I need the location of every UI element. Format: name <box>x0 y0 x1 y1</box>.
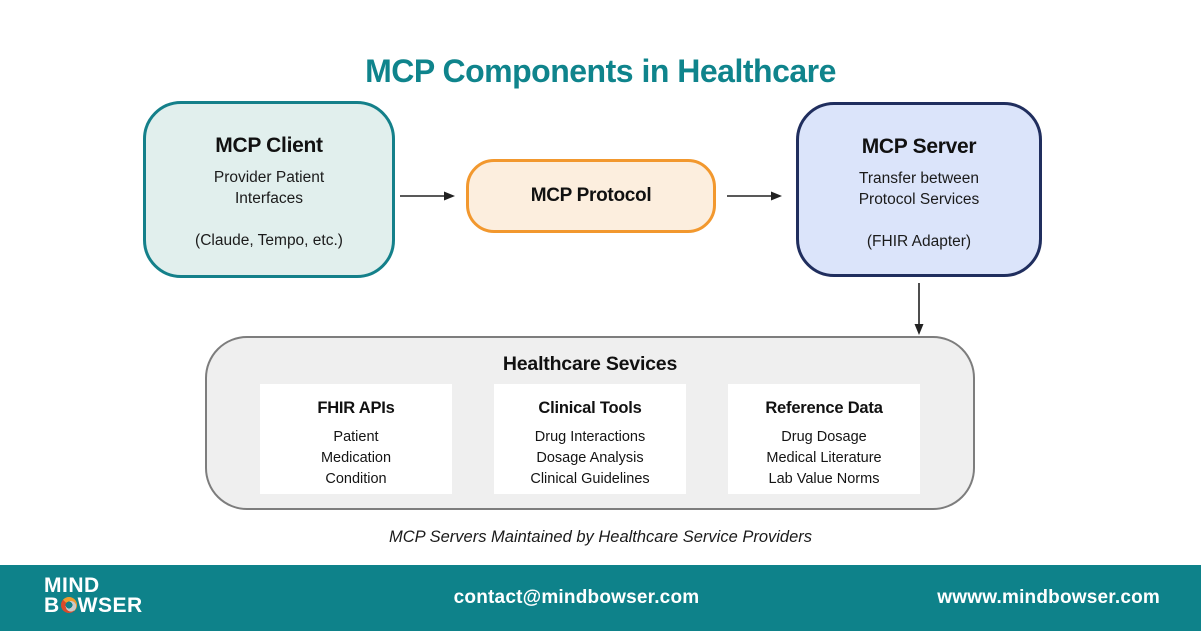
service-card-item: Lab Value Norms <box>768 471 880 488</box>
service-card-item: Patient <box>333 429 379 445</box>
service-card-title: Clinical Tools <box>538 399 642 417</box>
service-card-item: Drug Interactions <box>534 429 646 445</box>
footer-website: wwww.mindbowser.com <box>937 587 1160 608</box>
service-card-item: Clinical Guidelines <box>530 471 650 488</box>
service-card-fhir-apis: FHIR APIs Patient Medication Condition <box>260 384 452 494</box>
service-card-item: Drug Dosage <box>781 429 867 445</box>
mindbowser-logo: MIND B WSER <box>44 574 143 617</box>
service-card-item: Medical Literature <box>766 450 882 467</box>
logo-swirl-icon <box>60 596 77 613</box>
footer-email: contact@mindbowser.com <box>453 587 700 608</box>
mcp-server-note: (FHIR Adapter) <box>866 232 972 250</box>
footer-bar: MIND B WSER contact@mindbowser.com wwww.m… <box>0 565 1201 631</box>
arrow-protocol-to-server <box>727 191 782 201</box>
logo-text-b: B <box>44 593 60 617</box>
arrow-client-to-protocol <box>400 191 455 201</box>
service-card-title: Reference Data <box>765 399 883 417</box>
service-card-title: FHIR APIs <box>317 399 395 417</box>
mcp-protocol-title: MCP Protocol <box>530 185 652 206</box>
service-card-item: Condition <box>325 471 387 488</box>
healthcare-services-box: Healthcare Sevices FHIR APIs Patient Med… <box>205 336 975 510</box>
mcp-client-title: MCP Client <box>215 134 323 157</box>
services-card-row: FHIR APIs Patient Medication Condition C… <box>207 384 973 494</box>
mcp-protocol-box: MCP Protocol <box>466 159 716 233</box>
service-card-item: Medication <box>320 450 392 467</box>
mcp-server-subtitle-line1: Transfer between <box>858 170 980 187</box>
arrow-server-to-services <box>914 283 924 335</box>
mcp-client-subtitle-line2: Interfaces <box>234 189 304 207</box>
mcp-server-subtitle-line2: Protocol Services <box>858 190 980 208</box>
logo-text-mind: MIND <box>44 574 100 597</box>
mcp-client-note: (Claude, Tempo, etc.) <box>195 231 343 249</box>
mcp-client-subtitle-line1: Provider Patient <box>213 169 325 186</box>
healthcare-services-title: Healthcare Sevices <box>502 353 678 375</box>
logo-text-bowser: B WSER <box>44 593 143 617</box>
diagram-caption: MCP Servers Maintained by Healthcare Ser… <box>388 528 813 546</box>
mcp-client-box: MCP Client Provider Patient Interfaces (… <box>143 101 395 278</box>
service-card-clinical-tools: Clinical Tools Drug Interactions Dosage … <box>494 384 686 494</box>
page-title: MCP Components in Healthcare <box>365 53 836 90</box>
mcp-server-title: MCP Server <box>861 135 977 158</box>
logo-text-wser: WSER <box>77 593 143 617</box>
mcp-server-box: MCP Server Transfer between Protocol Ser… <box>796 102 1042 277</box>
service-card-item: Dosage Analysis <box>536 450 644 467</box>
service-card-reference-data: Reference Data Drug Dosage Medical Liter… <box>728 384 920 494</box>
